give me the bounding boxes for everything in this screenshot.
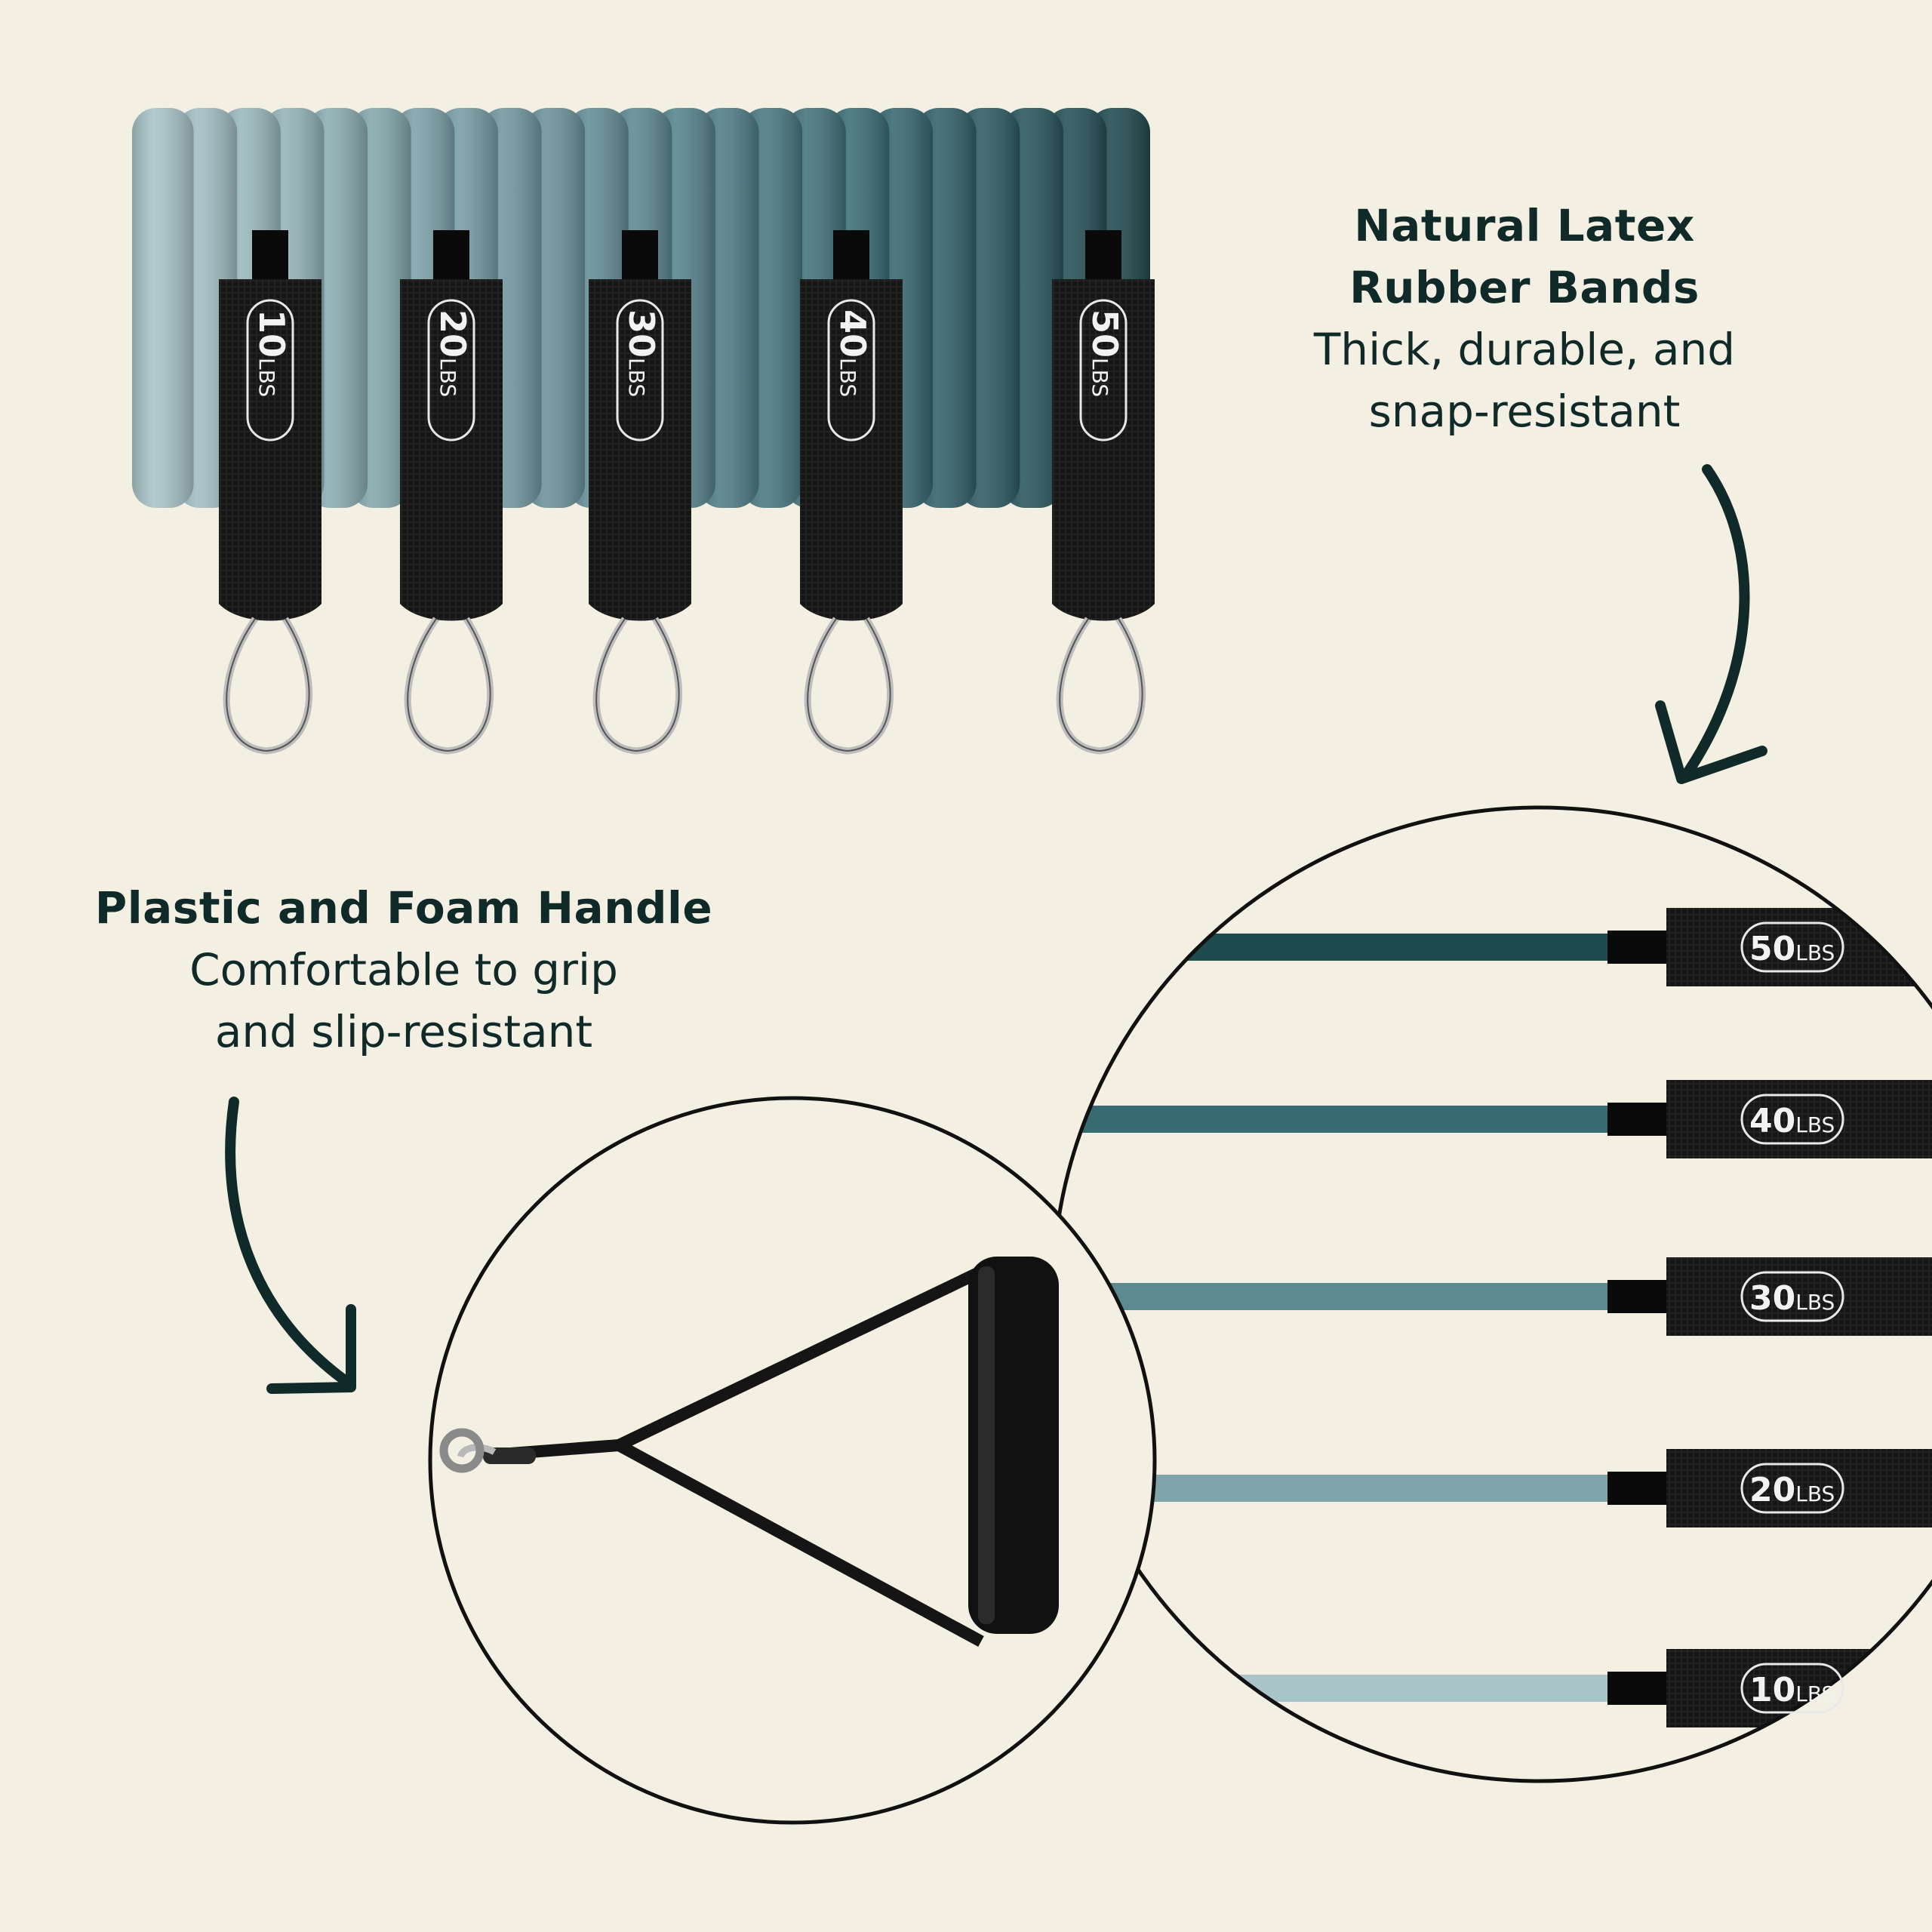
- weight-label-text: 50LBS: [1084, 309, 1125, 397]
- zoom-weight-tag-50: 50LBS: [1740, 921, 1844, 973]
- latex-sub-line-1: Thick, durable, and: [1313, 324, 1736, 375]
- zoom-tags: 50LBS 40LBS 30LBS 20LBS 10LBS: [1740, 921, 1844, 1714]
- zoom-weight-tag-20: 20LBS: [1740, 1463, 1844, 1514]
- handle-heading: Plastic and Foam Handle: [94, 882, 713, 934]
- handle-sub-line-1: Comfortable to grip: [189, 944, 618, 995]
- zoom-weight-tag-40: 40LBS: [1740, 1094, 1844, 1145]
- weight-label-text: 10LBS: [1749, 1671, 1835, 1709]
- handle-ring: [439, 1428, 485, 1473]
- zoom-band-40: [1053, 1080, 1932, 1158]
- carabiner-clip-icon: [457, 1444, 497, 1459]
- weight-label-badge: [1740, 1463, 1844, 1514]
- weight-label-badge: [1740, 1094, 1844, 1145]
- weight-tag-20: 20LBS: [400, 230, 503, 755]
- weight-label-text: 40LBS: [832, 309, 873, 397]
- zoom-band-30: [1053, 1257, 1932, 1336]
- handle-caption: Plastic and Foam Handle Comfortable to g…: [75, 877, 732, 1063]
- weight-tag-40: 40LBS: [800, 230, 903, 755]
- latex-sub-line-2: snap-resistant: [1368, 386, 1681, 437]
- weight-label-badge: [427, 299, 475, 441]
- weight-label-badge: [827, 299, 875, 441]
- arrow-to-handle-icon: [225, 1097, 356, 1390]
- weight-label-text: 30LBS: [1749, 1279, 1835, 1318]
- weight-label-text: 20LBS: [432, 309, 473, 397]
- handle-sub-line-2: and slip-resistant: [214, 1006, 593, 1057]
- weight-label-text: 50LBS: [1749, 930, 1835, 968]
- weight-label-badge: [1079, 299, 1128, 441]
- weight-label-badge: [616, 299, 664, 441]
- latex-heading-line-2: Rubber Bands: [1349, 262, 1700, 313]
- bands-zoom-circle: [1051, 805, 1932, 1783]
- latex-bands-caption: Natural Latex Rubber Bands Thick, durabl…: [1238, 195, 1811, 442]
- weight-label-badge: [1740, 1271, 1844, 1322]
- latex-heading-line-1: Natural Latex: [1354, 200, 1695, 251]
- weight-tag-30: 30LBS: [589, 230, 691, 755]
- weight-label-text: 30LBS: [621, 309, 662, 397]
- arrow-to-bands-head-icon: [1655, 700, 1767, 784]
- weight-label-badge: [246, 299, 294, 441]
- handle-zoom-circle: [428, 1096, 1157, 1825]
- weight-label-text: 20LBS: [1749, 1471, 1835, 1509]
- weight-label-text: 40LBS: [1749, 1102, 1835, 1140]
- handle-strap-clip: [483, 1447, 536, 1464]
- arrow-to-bands-icon: [1679, 464, 1750, 783]
- weight-label-badge: [1740, 921, 1844, 973]
- weight-tag-10: 10LBS: [219, 230, 321, 755]
- weight-label-text: 10LBS: [251, 309, 292, 397]
- zoom-weight-tag-30: 30LBS: [1740, 1271, 1844, 1322]
- bundle-tags: 10LBS 20LBS 30LBS 40LBS 50LBS: [219, 230, 1155, 755]
- zoom-weight-tag-10: 10LBS: [1740, 1663, 1844, 1714]
- weight-label-badge: [1740, 1663, 1844, 1714]
- arrow-to-handle-head-icon: [266, 1304, 356, 1394]
- weight-tag-50: 50LBS: [1052, 230, 1155, 755]
